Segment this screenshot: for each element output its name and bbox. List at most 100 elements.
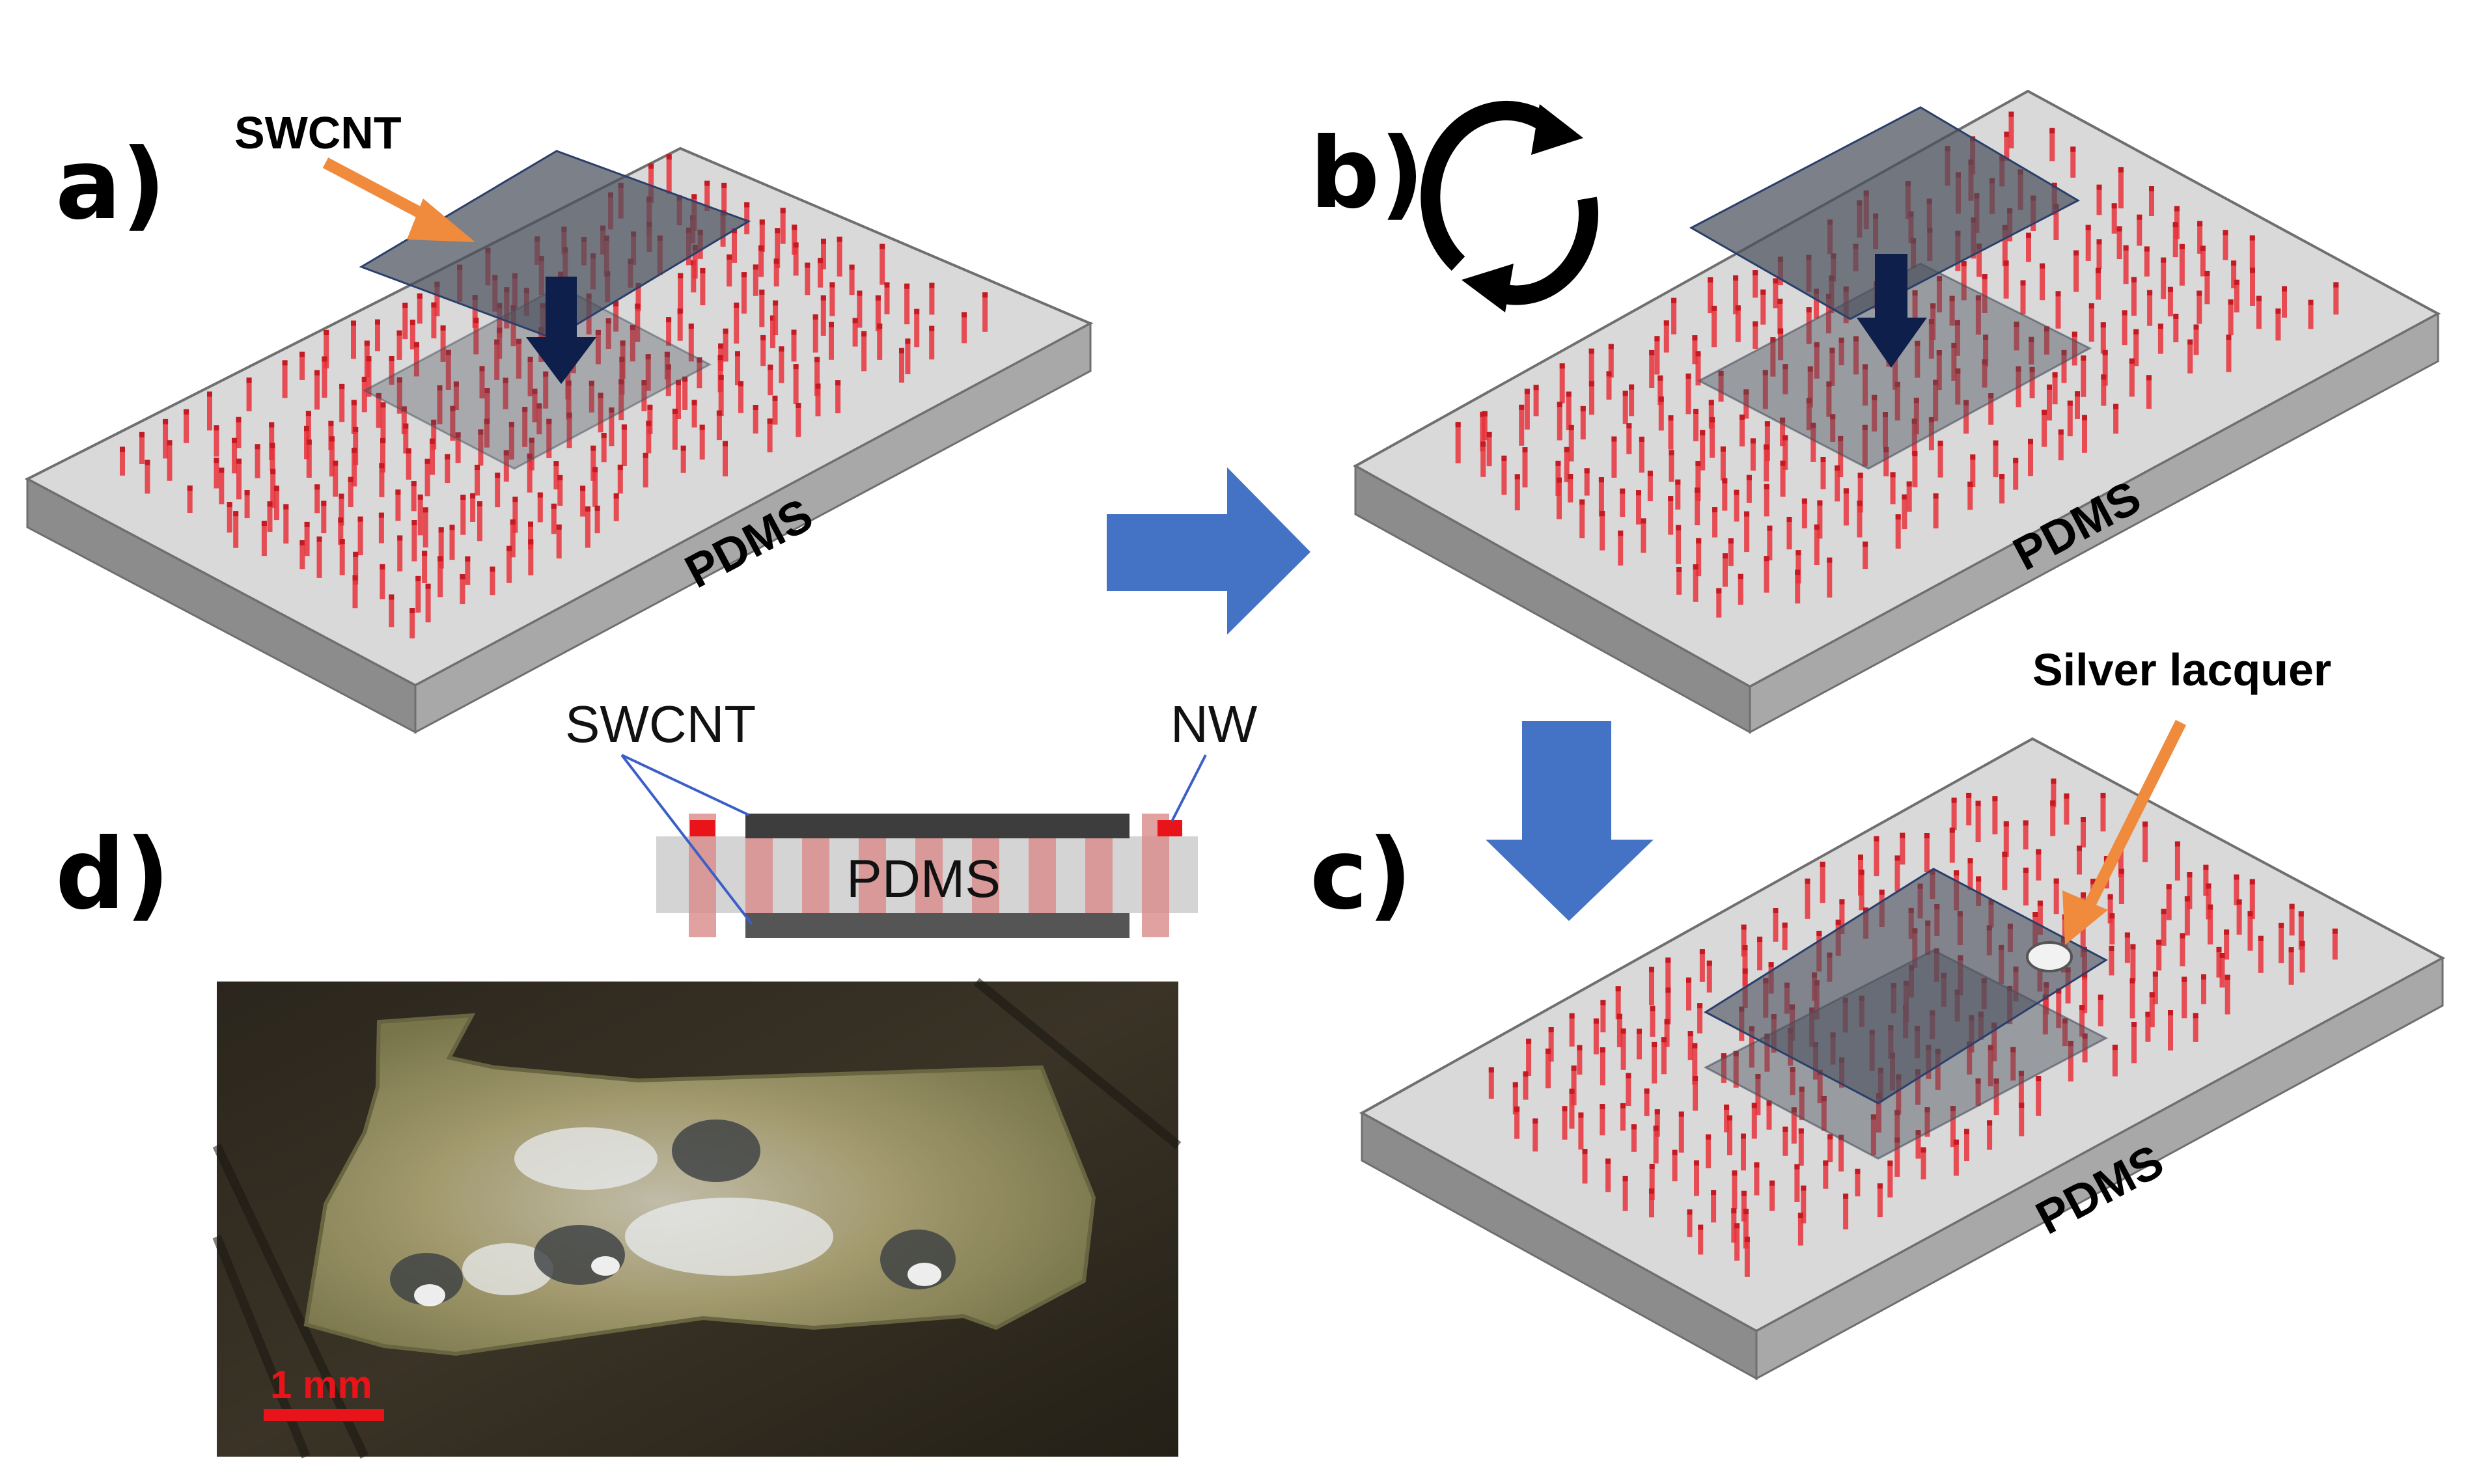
nanowire (236, 417, 242, 448)
nanowire (2247, 911, 2253, 951)
nanowire-tip (1987, 1120, 1993, 1126)
nanowire-tip (1649, 1188, 1654, 1194)
nanowire-tip (415, 575, 421, 581)
nanowire-tip (621, 424, 627, 430)
nanowire-tip (2044, 326, 2049, 332)
nanowire-tip (351, 320, 356, 326)
nanowire-tip (904, 283, 910, 289)
nanowire-tip (1566, 391, 1572, 397)
nanowire-tip (316, 536, 322, 542)
nanowire (465, 556, 471, 585)
nanowire-tip (1762, 370, 1768, 376)
nanowire-tip (1975, 1078, 1981, 1084)
nanowire (1746, 474, 1752, 503)
nanowire-tip (1693, 409, 1698, 414)
nanowire (1823, 1160, 1829, 1189)
nanowire-tip (1767, 525, 1773, 531)
nanowire (2096, 239, 2102, 269)
nanowire (2072, 331, 2077, 366)
sample-photo: 1 mm (212, 978, 1182, 1459)
nanowire-tip (1545, 1049, 1551, 1054)
nanowire-tip (1911, 419, 1917, 424)
nanowire (163, 419, 169, 459)
nanowire (2282, 286, 2287, 318)
nanowire-tip (1697, 1003, 1703, 1009)
nanowire-tip (635, 303, 641, 309)
nanowire-tip (1814, 524, 1820, 530)
nanowire (1720, 446, 1726, 481)
nanowire-tip (753, 405, 758, 410)
nanowire (1773, 278, 1779, 309)
nanowire (2109, 913, 2115, 945)
nanowire (1571, 1065, 1577, 1106)
nanowire-tip (1626, 1073, 1631, 1079)
nanowire (2111, 203, 2117, 234)
nanowire-tip (2187, 339, 2193, 345)
nanowire-tip (403, 423, 409, 429)
nanowire-tip (738, 381, 743, 387)
nanowire (1687, 1209, 1693, 1237)
nanowire (1877, 1183, 1883, 1218)
nanowire (2036, 1076, 2042, 1116)
nanowire-tip (389, 594, 395, 600)
nanowire (744, 202, 750, 234)
nanowire (1694, 1160, 1699, 1196)
nanowire-tip (792, 225, 797, 230)
nanowire-tip (595, 329, 601, 335)
nanowire (1915, 1130, 1921, 1159)
nanowire-tip (2100, 322, 2106, 328)
nanowire (1522, 447, 1528, 488)
nanowire-tip (2047, 384, 2052, 390)
nanowire-tip (376, 392, 381, 398)
nanowire (438, 527, 444, 569)
nanowire (1874, 836, 1879, 877)
nanowire-tip (339, 493, 344, 499)
nanowire-tip (814, 357, 820, 363)
nanowire-tip (2223, 230, 2228, 236)
nanowire (1892, 350, 1898, 390)
nanowire (1663, 320, 1669, 353)
nanowire (233, 511, 239, 548)
nanowire-tip (598, 392, 603, 398)
nanowire (1637, 1028, 1642, 1060)
nanowire-tip (1773, 278, 1779, 284)
nanowire-tip (450, 405, 456, 411)
nanowire-tip (1782, 435, 1788, 441)
nanowire (1760, 289, 1766, 325)
nanowire (2029, 337, 2034, 364)
nanowire-tip (2036, 849, 2042, 855)
nanowire (1820, 861, 1825, 903)
nanowire (716, 410, 722, 441)
nanowire (1566, 391, 1572, 430)
nanowire (1669, 450, 1674, 482)
nanowire-tip (1711, 1190, 1717, 1196)
nanowire (353, 426, 359, 465)
nanowire-tip (2130, 944, 2136, 950)
nanowire-tip (1858, 854, 1863, 860)
nanowire (1967, 481, 1973, 510)
nanowire-tip (361, 376, 367, 382)
nanowire (338, 517, 344, 545)
nanowire (1693, 1076, 1698, 1111)
nanowire-tip (528, 521, 533, 527)
nanowire-tip (818, 258, 824, 264)
nanowire (396, 377, 402, 414)
nanowire (2096, 184, 2102, 215)
nanowire-tip (352, 447, 357, 453)
nanowire-tip (2200, 245, 2206, 251)
nanowire-tip (691, 194, 697, 200)
nanowire-tip (1843, 1193, 1849, 1199)
nanowire (1742, 945, 1748, 985)
nanowire-tip (1780, 417, 1786, 423)
nanowire-tip (2203, 864, 2209, 870)
nanowire (1769, 1180, 1775, 1211)
nanowire-tip (120, 447, 125, 452)
nanowire (2100, 793, 2106, 832)
nanowire-tip (1695, 461, 1701, 467)
nanowire (270, 469, 276, 508)
nanowire-tip (1863, 907, 1869, 913)
nanowire (2109, 946, 2114, 976)
nanowire (1654, 336, 1660, 375)
nanowire (566, 412, 572, 448)
